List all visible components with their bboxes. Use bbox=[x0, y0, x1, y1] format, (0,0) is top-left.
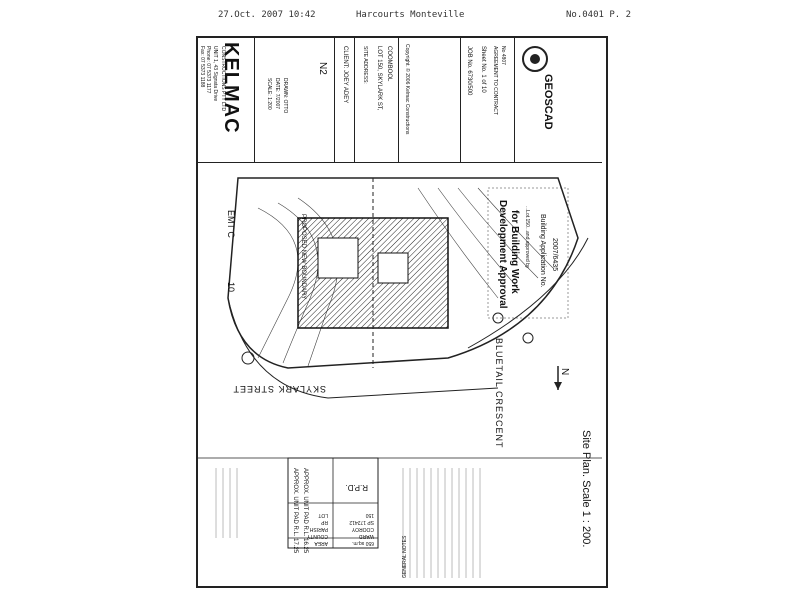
unit-pad-rl-1: APPROX. UNIT PAD R.L. 17.25 bbox=[292, 468, 298, 554]
site-row-lot-key: LOT bbox=[318, 512, 328, 518]
approval-application-label: Building Application No. bbox=[539, 214, 546, 288]
approval-line: ...Lot.150...and approved by bbox=[524, 206, 530, 269]
fax-page-ref: No.0401 P. 2 bbox=[566, 10, 632, 20]
street-name-label: SKYLARK STREET bbox=[232, 384, 326, 394]
site-row-parish-key: PARISH bbox=[309, 526, 328, 532]
site-plan-sheet: KELMAC CONSTRUCTIONS PTY LTD UNIT 1, 43 … bbox=[196, 36, 608, 588]
site-row-area-key: AREA bbox=[314, 540, 328, 546]
site-row-rp-value: SP 172412 bbox=[349, 519, 374, 525]
easement-value: 10 bbox=[226, 282, 236, 293]
general-notes-heading: GENERAL NOTES bbox=[402, 535, 408, 578]
fax-sender: Harcourts Monteville bbox=[356, 10, 465, 20]
site-plan-footer: Site Plan. Scale 1 : 200. bbox=[580, 430, 592, 548]
approval-application-number: 2007/6435 bbox=[551, 238, 558, 272]
site-row-rp-key: RP bbox=[321, 519, 328, 525]
site-row-area-value: 650 sq.m. bbox=[352, 540, 374, 546]
rpd-label: R.P.D. bbox=[345, 483, 368, 492]
unit-pad-rl-2: APPROX. UNIT PAD R.L. 16.25 bbox=[302, 468, 308, 554]
north-arrow-icon bbox=[554, 366, 562, 390]
site-row-county-value: WARD bbox=[358, 533, 374, 539]
crescent-name-label: BLUETAIL CRESCENT bbox=[494, 338, 504, 449]
approval-title: Development Approval bbox=[497, 200, 508, 309]
geoscad-logo-icon bbox=[522, 46, 548, 72]
site-row-county-key: COUNTY bbox=[306, 533, 328, 539]
fax-header: 27.Oct. 2007 10:42 Harcourts Monteville … bbox=[0, 8, 800, 24]
fax-date-time: 27.Oct. 2007 10:42 bbox=[218, 10, 316, 20]
site-row-parish-value: COOROY bbox=[351, 526, 374, 532]
site-plan-drawing bbox=[198, 177, 602, 578]
north-label: N bbox=[559, 368, 570, 376]
title-block: KELMAC CONSTRUCTIONS PTY LTD UNIT 1, 43 … bbox=[198, 38, 602, 163]
approval-subtitle: for Building Work bbox=[509, 210, 520, 294]
site-row-lot-value: 150 bbox=[365, 512, 374, 518]
easement-label: EMT C bbox=[226, 210, 236, 238]
proposed-boundary-label: PROPOSED NEW BOUNDARY bbox=[300, 214, 306, 300]
